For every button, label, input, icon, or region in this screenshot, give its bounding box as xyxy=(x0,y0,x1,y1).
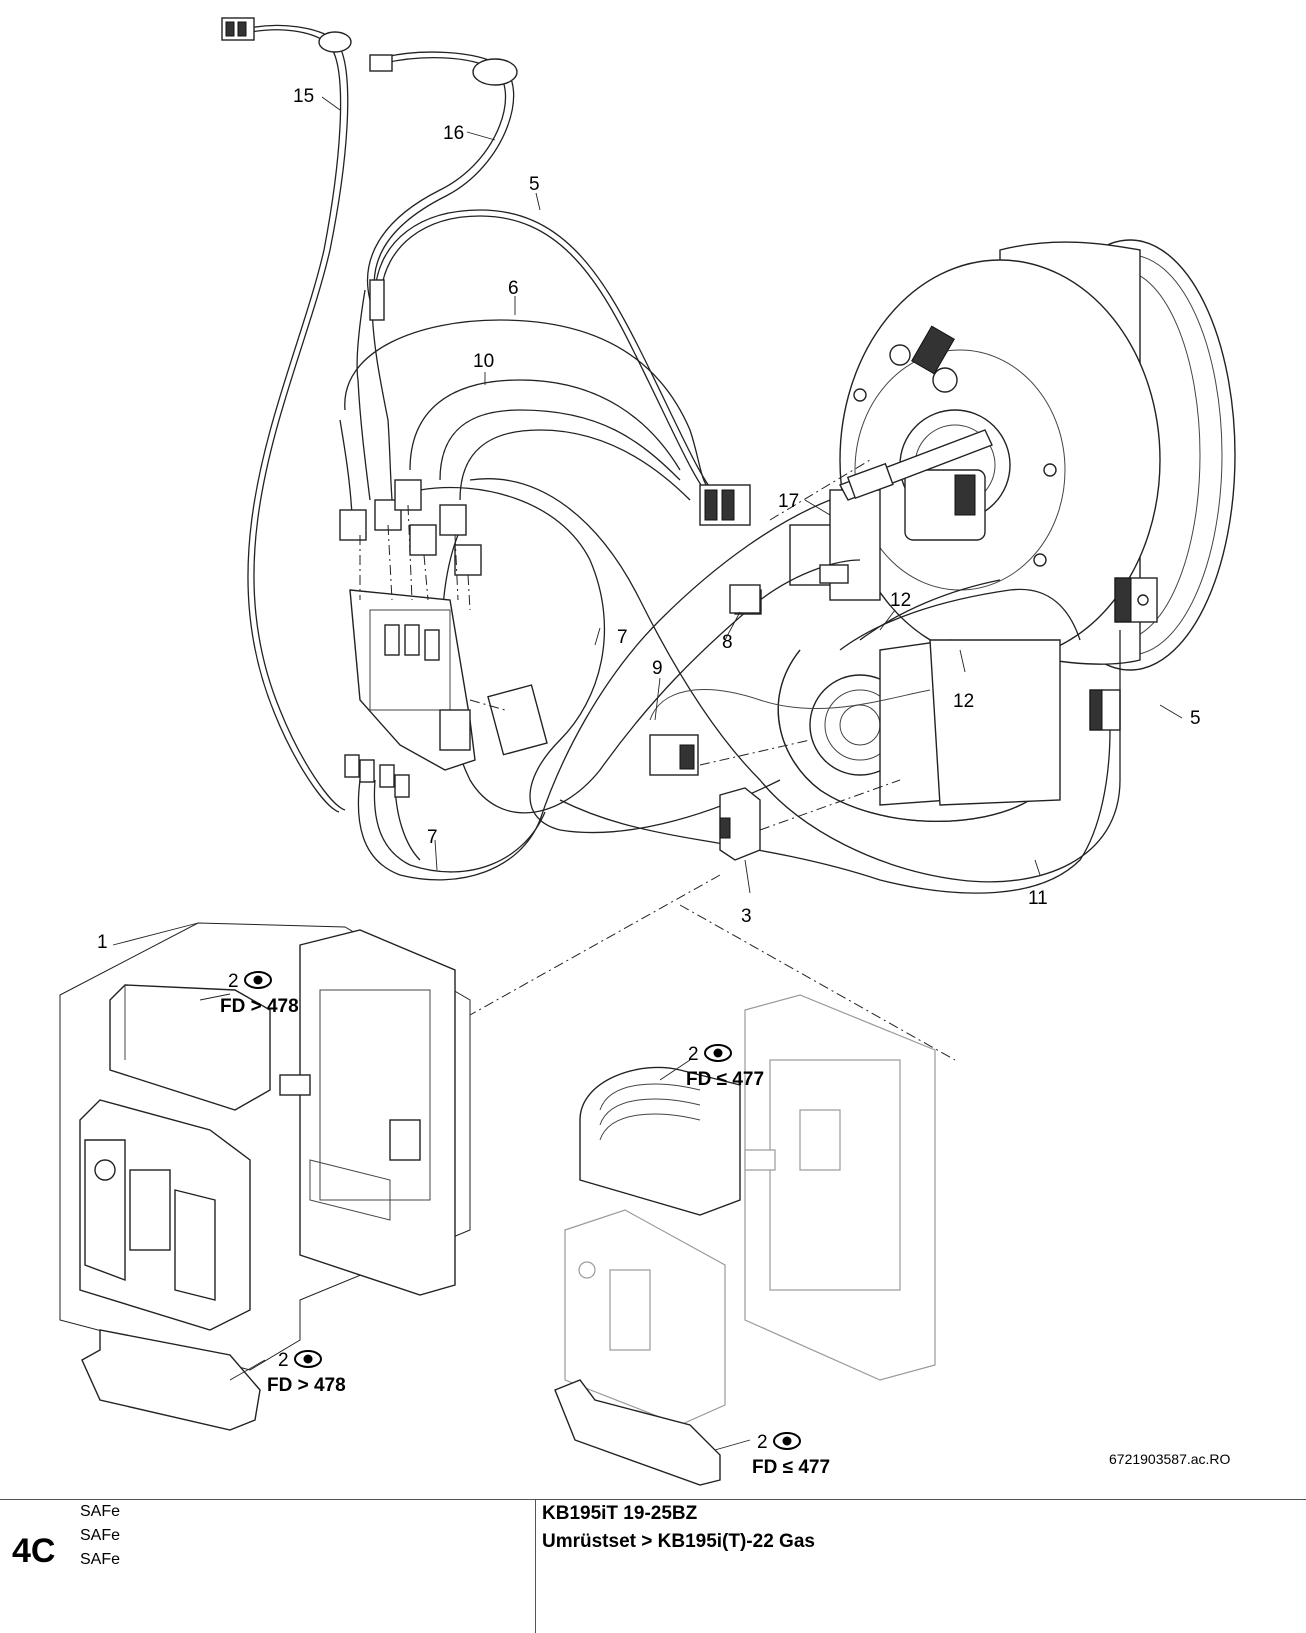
callout-11: 11 xyxy=(1028,888,1048,909)
callout-3: 3 xyxy=(741,906,752,927)
eye-icon xyxy=(773,1432,801,1450)
harness-connectors xyxy=(221,17,849,615)
callout-5-top: 5 xyxy=(529,174,540,195)
callout-16: 16 xyxy=(443,123,464,144)
callout-8: 8 xyxy=(722,632,733,653)
fd-text-le477-top: FD ≤ 477 xyxy=(686,1069,764,1090)
footer-label: SAFe xyxy=(80,1503,121,1520)
exploded-parts-drawing: 15 16 5 6 10 17 12 7 8 9 12 5 7 11 3 1 2… xyxy=(59,17,1236,1486)
model-line-1: KB195iT 19-25BZ xyxy=(542,1503,698,1524)
wire-5-end-plug xyxy=(1114,577,1158,623)
control-module-set-1 xyxy=(59,922,471,1431)
callout-6: 6 xyxy=(508,278,519,299)
eye-icon xyxy=(244,971,272,989)
wire-11-end-plug xyxy=(1089,689,1121,731)
leader-lines xyxy=(112,96,1183,1451)
control-pcb xyxy=(344,589,548,798)
fd-text-le477-bottom: FD ≤ 477 xyxy=(752,1457,830,1478)
callout-2-le477-top: 2 xyxy=(688,1044,699,1065)
footer-divider xyxy=(535,1499,536,1633)
fd-text-gt478-bottom: FD > 478 xyxy=(267,1375,346,1396)
small-components xyxy=(649,584,761,861)
control-module-set-alt xyxy=(554,994,936,1486)
callout-12-upper: 12 xyxy=(890,590,911,611)
callout-9: 9 xyxy=(652,658,663,679)
footer-rule xyxy=(0,1499,1306,1500)
model-line-2: Umrüstset > KB195i(T)-22 Gas xyxy=(542,1531,815,1552)
footer-label: SAFe xyxy=(80,1527,121,1544)
footer-labels: SAFe SAFe SAFe xyxy=(80,1500,120,1572)
fd-label-gt478-top: 2 FD > 478 xyxy=(220,971,299,1017)
fd-label-le477-bottom: 2 FD ≤ 477 xyxy=(752,1432,830,1478)
page-code: 4C xyxy=(12,1532,56,1570)
heat-exchanger-drum xyxy=(777,239,1236,822)
fd-label-gt478-bottom: 2 FD > 478 xyxy=(267,1350,346,1396)
callout-5-right: 5 xyxy=(1190,708,1201,729)
alignment-lines xyxy=(359,459,956,1061)
eye-icon xyxy=(704,1044,732,1062)
fd-text-gt478-top: FD > 478 xyxy=(220,996,299,1017)
callout-17: 17 xyxy=(778,491,799,512)
callout-12-lower: 12 xyxy=(953,691,974,712)
drawing-reference-number: 6721903587.ac.RO xyxy=(1109,1451,1231,1467)
callout-10: 10 xyxy=(473,351,494,372)
callout-2-le477-bottom: 2 xyxy=(757,1432,768,1453)
fd-label-le477-top: 2 FD ≤ 477 xyxy=(686,1044,764,1090)
callout-2-gt478-top: 2 xyxy=(228,971,239,992)
model-title: KB195iT 19-25BZ Umrüstset > KB195i(T)-22… xyxy=(542,1500,815,1556)
eye-icon xyxy=(294,1350,322,1368)
callout-7-lower: 7 xyxy=(427,827,438,848)
callout-15: 15 xyxy=(293,86,314,107)
footer-label: SAFe xyxy=(80,1551,121,1568)
callout-7-upper: 7 xyxy=(617,627,628,648)
callout-1: 1 xyxy=(97,932,108,953)
callout-2-gt478-bottom: 2 xyxy=(278,1350,289,1371)
